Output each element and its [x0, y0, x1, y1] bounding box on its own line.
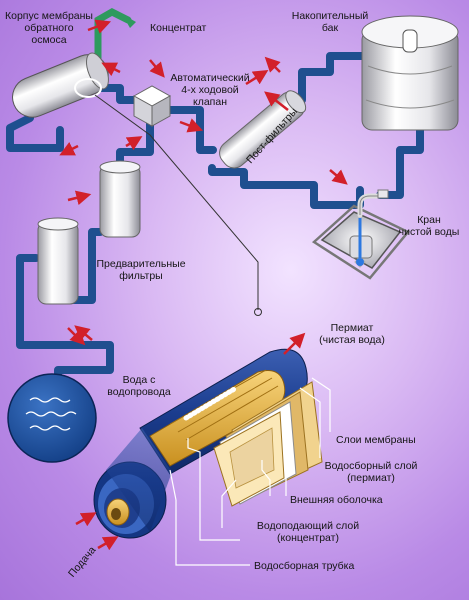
label-membrane-housing-line2: обратного [24, 22, 74, 34]
label-tap-water-line2: водопровода [107, 386, 171, 398]
post-filter [219, 90, 307, 169]
label-clean-tap-line1: Кран [417, 214, 441, 226]
label-clean-tap: Кран чистой воды [390, 214, 468, 238]
flow-arrow-icon [329, 169, 348, 185]
flow-arrow-icon [67, 190, 92, 206]
pipe-postfilter-out [208, 164, 364, 209]
membrane-element [93, 348, 323, 539]
label-storage-tank: Накопительный бак [283, 10, 377, 34]
flow-arrow-icon [125, 136, 143, 151]
label-permeate-line1: Пермиат [330, 322, 374, 334]
flow-arrows [59, 19, 348, 551]
storage-tank [361, 15, 459, 131]
pipe-concentrate [94, 8, 132, 64]
flow-arrow-icon [101, 62, 121, 77]
tap-water-source [7, 373, 97, 463]
flow-arrow-icon [97, 536, 119, 551]
flow-arrow-icon [67, 327, 86, 346]
valve-hose-loop [74, 78, 102, 98]
faucet-icon [357, 189, 389, 218]
flow-arrow-icon [179, 118, 204, 133]
membrane-sheets [213, 381, 323, 507]
label-valve: Автоматический 4-х ходовой клапан [160, 72, 260, 108]
label-valve-line1: Автоматический [170, 72, 250, 84]
label-membrane-housing-line3: осмоса [31, 34, 67, 46]
label-collection-layer-line2: (пермиат) [347, 472, 395, 484]
label-membrane-layers: Слои мембраны [336, 434, 416, 446]
label-feed-layer: Водоподающий слой (концентрат) [248, 520, 368, 544]
label-membrane-housing-line1: Корпус мембраны [5, 10, 93, 22]
label-valve-line3: клапан [192, 96, 227, 108]
label-permeate: Пермиат (чистая вода) [300, 322, 404, 346]
label-clean-tap-line2: чистой воды [398, 226, 460, 238]
label-feed-layer-line2: (концентрат) [277, 532, 339, 544]
label-feed-layer-line1: Водоподающий слой [256, 520, 360, 532]
concentrate-nozzle [122, 14, 136, 28]
flow-arrow-icon [283, 332, 306, 355]
label-tap-water: Вода с водопровода [100, 374, 178, 398]
flow-arrow-icon [264, 56, 281, 73]
label-pre-filters: Предварительные фильтры [86, 258, 196, 282]
prefilter-3 [94, 185, 134, 249]
flow-arrow-icon [74, 325, 93, 341]
label-valve-line2: 4-х ходовой [181, 84, 239, 96]
pipe-membrane-loop [6, 114, 64, 152]
flow-arrow-icon [59, 141, 79, 156]
label-collection-layer-line1: Водосборный слой [324, 460, 418, 472]
prefilter-2 [99, 160, 141, 238]
label-storage-tank-line2: бак [321, 22, 339, 34]
drain-line [94, 94, 259, 310]
label-concentrate: Концентрат [150, 22, 207, 34]
drain-clip-icon [254, 308, 262, 316]
label-pre-filters-line1: Предварительные [96, 258, 186, 270]
prefilter-1 [37, 217, 79, 305]
flow-arrow-icon [245, 70, 269, 86]
label-membrane-housing: Корпус мембраны обратного осмоса [0, 10, 98, 46]
label-outer-shell: Внешняя оболочка [290, 494, 383, 506]
label-pre-filters-line2: фильтры [119, 270, 163, 282]
flow-arrow-icon [149, 59, 165, 78]
four-way-valve [132, 85, 172, 127]
label-tap-water-line1: Вода с [122, 374, 156, 386]
pipe-supply [16, 254, 114, 399]
pipe-tank-to-tap [376, 124, 424, 199]
flow-arrow-icon [87, 19, 112, 34]
membrane-collection-tube [183, 385, 239, 421]
label-collection-tube: Водосборная трубка [254, 560, 355, 572]
water-waves-icon [25, 397, 77, 431]
label-storage-tank-line1: Накопительный [291, 10, 369, 22]
label-permeate-line2: (чистая вода) [319, 334, 385, 346]
label-collection-layer: Водосборный слой (пермиат) [316, 460, 426, 484]
flow-arrow-icon [75, 512, 97, 527]
callout-lines [169, 377, 331, 566]
water-splash [356, 258, 364, 266]
membrane-housing [12, 52, 109, 118]
flow-arrow-icon [264, 91, 289, 111]
